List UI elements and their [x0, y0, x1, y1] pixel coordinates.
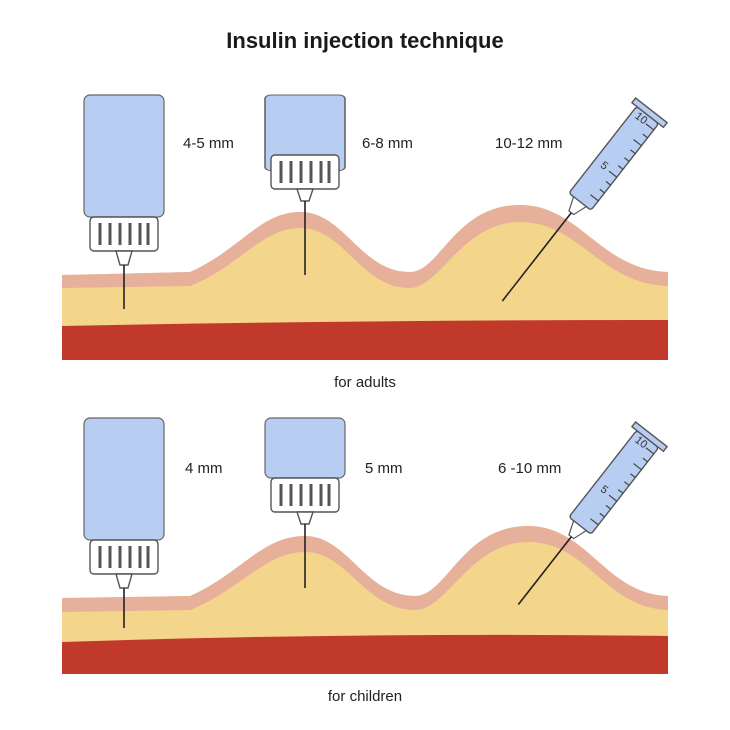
syringe-scale-10-child: 10 [632, 434, 649, 451]
needle-length-label-adult-1: 4-5 mm [183, 135, 234, 152]
pen-cap-adult-2 [270, 154, 340, 275]
pen-needle-child-1 [82, 416, 166, 628]
pen-needle-child-2 [264, 417, 346, 588]
children-panel: 5 10 [62, 416, 669, 674]
syringe-child: 5 10 [517, 420, 669, 605]
needle-length-label-child-1: 4 mm [185, 460, 223, 477]
syringe-scale-10: 10 [632, 110, 649, 127]
needle-length-label-child-3: 6 -10 mm [498, 460, 562, 477]
skin-layer [62, 205, 668, 288]
adults-caption: for adults [334, 374, 396, 391]
needle-length-label-child-2: 5 mm [365, 460, 403, 477]
muscle-layer-children [62, 631, 668, 674]
syringe-adult: 5 10 [501, 96, 669, 302]
adults-panel: 5 10 [62, 93, 669, 360]
needle-length-label-adult-2: 6-8 mm [362, 135, 413, 152]
skin-layer-children [62, 526, 668, 612]
needle-length-label-adult-3: 10-12 mm [495, 135, 563, 152]
muscle-layer [62, 318, 668, 360]
page-title: Insulin injection technique [226, 28, 504, 53]
children-caption: for children [327, 688, 403, 705]
pen-needle-adult-1 [82, 93, 166, 309]
